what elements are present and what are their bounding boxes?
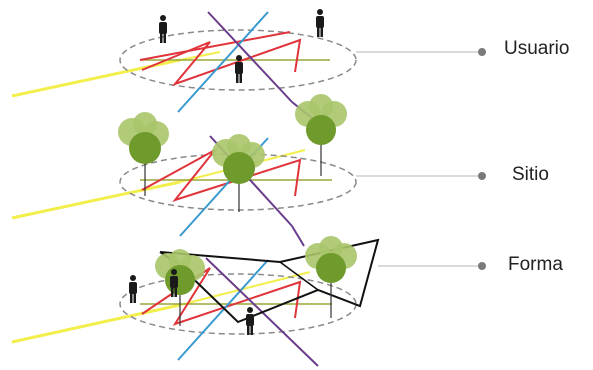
red-path-2 bbox=[139, 31, 291, 61]
dot-icon bbox=[478, 262, 486, 270]
person-icon bbox=[129, 275, 137, 303]
layer-usuario bbox=[11, 9, 486, 119]
person-icon bbox=[246, 307, 254, 335]
tree-icon bbox=[305, 236, 357, 318]
red-path bbox=[141, 149, 302, 202]
layer-ellipse bbox=[119, 153, 357, 211]
dot-icon bbox=[478, 172, 486, 180]
layer-sitio bbox=[11, 94, 486, 247]
layer-forma bbox=[11, 236, 486, 367]
yellow-path bbox=[11, 303, 181, 344]
tree-icon bbox=[295, 94, 347, 176]
built-form-edge bbox=[279, 261, 319, 291]
layer-label-usuario: Usuario bbox=[504, 38, 570, 59]
tree-icon bbox=[212, 134, 265, 212]
yellow-path-inner bbox=[179, 51, 221, 61]
person-icon bbox=[316, 9, 324, 37]
purple-path bbox=[207, 11, 293, 103]
person-icon bbox=[170, 269, 178, 297]
person-icon bbox=[159, 15, 167, 43]
blue-path bbox=[177, 259, 269, 361]
dot-icon bbox=[478, 48, 486, 56]
yellow-path bbox=[11, 180, 181, 220]
blue-path bbox=[177, 11, 269, 113]
person-icon bbox=[235, 55, 243, 83]
layer-label-sitio: Sitio bbox=[512, 164, 549, 185]
purple-path-link bbox=[291, 225, 305, 247]
layer-ellipse bbox=[119, 29, 357, 91]
layer-label-forma: Forma bbox=[508, 254, 563, 275]
tree-icon bbox=[118, 112, 169, 196]
